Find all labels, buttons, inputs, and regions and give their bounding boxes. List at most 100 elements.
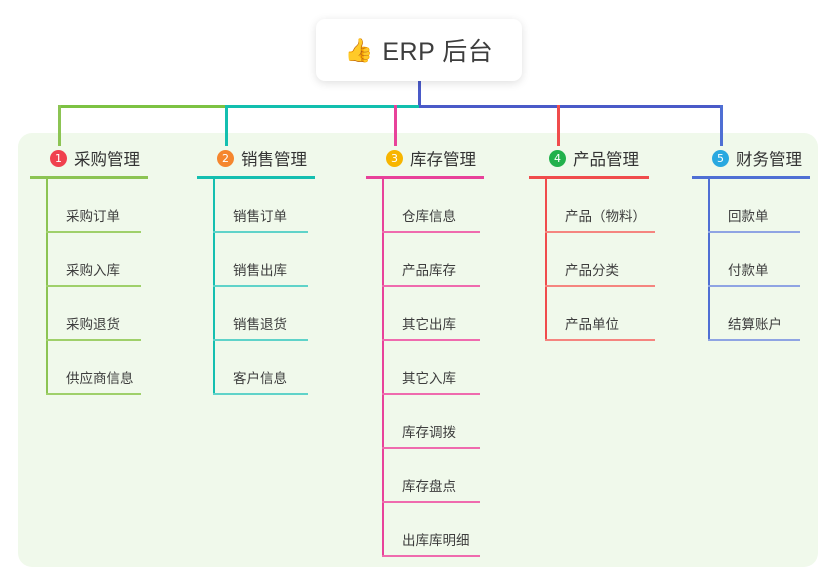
bus-segment-3 — [419, 105, 723, 108]
column-title-2: 销售管理 — [241, 151, 307, 169]
leaf-item-rule — [708, 285, 800, 287]
column-title-5: 财务管理 — [736, 151, 802, 169]
column-title-4: 产品管理 — [573, 151, 639, 169]
leaf-item-label: 产品（物料） — [565, 209, 646, 224]
column-trunk-1 — [46, 179, 48, 395]
leaf-item[interactable]: 产品分类 — [545, 233, 689, 287]
leaf-item-label: 回款单 — [728, 209, 769, 224]
column-rule-2 — [197, 176, 315, 179]
column-body-3: 仓库信息产品库存其它出库其它入库库存调拨库存盘点出库库明细 — [366, 179, 521, 557]
leaf-item-rule — [382, 393, 480, 395]
leaf-item-rule — [545, 339, 655, 341]
leaf-item[interactable]: 仓库信息 — [382, 179, 521, 233]
column-trunk-5 — [708, 179, 710, 341]
column-body-4: 产品（物料） 产品分类产品单位 — [529, 179, 689, 341]
leaf-item[interactable]: 客户信息 — [213, 341, 347, 395]
bus-segment-2 — [225, 105, 419, 108]
leaf-item-label: 产品单位 — [565, 317, 619, 332]
leaf-item[interactable]: 付款单 — [708, 233, 839, 287]
leaf-item[interactable]: 销售订单 — [213, 179, 347, 233]
leaf-item[interactable]: 销售出库 — [213, 233, 347, 287]
leaf-item[interactable]: 结算账户 — [708, 287, 839, 341]
column-header-5[interactable]: 5 财务管理 — [692, 146, 839, 170]
leaf-item-label: 采购入库 — [66, 263, 120, 278]
leaf-item-rule — [46, 393, 141, 395]
leaf-item-rule — [46, 231, 141, 233]
column-body-2: 销售订单销售出库销售退货客户信息 — [197, 179, 347, 395]
drop-connector-5 — [720, 105, 723, 146]
column-header-4[interactable]: 4 产品管理 — [529, 146, 689, 170]
leaf-item-label: 仓库信息 — [402, 209, 456, 224]
leaf-item[interactable]: 其它出库 — [382, 287, 521, 341]
leaf-item[interactable]: 采购订单 — [46, 179, 180, 233]
column-5: 5 财务管理回款单付款单结算账户 — [692, 146, 839, 341]
leaf-item-label: 产品分类 — [565, 263, 619, 278]
leaf-item-rule — [382, 555, 480, 557]
column-badge-3: 3 — [386, 149, 403, 167]
leaf-item[interactable]: 采购入库 — [46, 233, 180, 287]
leaf-item-label: 结算账户 — [728, 317, 782, 332]
leaf-item-rule — [708, 339, 800, 341]
column-rule-5 — [692, 176, 810, 179]
leaf-item-label: 销售订单 — [233, 209, 287, 224]
leaf-item-rule — [545, 285, 655, 287]
leaf-item-rule — [213, 285, 308, 287]
leaf-item[interactable]: 回款单 — [708, 179, 839, 233]
leaf-item[interactable]: 其它入库 — [382, 341, 521, 395]
leaf-item-label: 销售退货 — [233, 317, 287, 332]
leaf-item-rule — [46, 339, 141, 341]
leaf-item-rule — [382, 231, 480, 233]
drop-connector-1 — [58, 105, 61, 146]
leaf-item-rule — [382, 447, 480, 449]
leaf-item-rule — [545, 231, 655, 233]
column-trunk-4 — [545, 179, 547, 341]
thumbs-up-icon: 👍 — [344, 36, 374, 63]
column-2: 2 销售管理销售订单销售出库销售退货客户信息 — [197, 146, 347, 395]
leaf-item[interactable]: 产品（物料） — [545, 179, 689, 233]
leaf-item-rule — [382, 501, 480, 503]
root-node-title: ERP 后台 — [382, 38, 494, 66]
leaf-item-rule — [382, 285, 480, 287]
drop-connector-3 — [394, 105, 397, 146]
column-header-2[interactable]: 2 销售管理 — [197, 146, 347, 170]
leaf-item-label: 库存调拨 — [402, 425, 456, 440]
leaf-item[interactable]: 产品库存 — [382, 233, 521, 287]
leaf-item[interactable]: 销售退货 — [213, 287, 347, 341]
leaf-item-label: 采购订单 — [66, 209, 120, 224]
column-trunk-3 — [382, 179, 384, 557]
drop-connector-2 — [225, 105, 228, 146]
leaf-item[interactable]: 供应商信息 — [46, 341, 180, 395]
column-body-5: 回款单付款单结算账户 — [692, 179, 839, 341]
leaf-item-rule — [213, 231, 308, 233]
leaf-item[interactable]: 产品单位 — [545, 287, 689, 341]
column-rule-3 — [366, 176, 484, 179]
leaf-item[interactable]: 采购退货 — [46, 287, 180, 341]
column-rule-1 — [30, 176, 148, 179]
leaf-item-label: 供应商信息 — [66, 371, 134, 386]
leaf-item-label: 库存盘点 — [402, 479, 456, 494]
leaf-item-rule — [708, 231, 800, 233]
drop-connector-4 — [557, 105, 560, 146]
column-badge-2: 2 — [217, 149, 234, 167]
column-badge-4: 4 — [549, 149, 566, 167]
column-4: 4 产品管理产品（物料） 产品分类产品单位 — [529, 146, 689, 341]
leaf-item-label: 采购退货 — [66, 317, 120, 332]
leaf-item-label: 客户信息 — [233, 371, 287, 386]
leaf-item-rule — [46, 285, 141, 287]
column-body-1: 采购订单采购入库采购退货供应商信息 — [30, 179, 180, 395]
leaf-item-label: 付款单 — [728, 263, 769, 278]
leaf-item[interactable]: 库存调拨 — [382, 395, 521, 449]
column-badge-5: 5 — [712, 149, 729, 167]
leaf-item-rule — [213, 339, 308, 341]
leaf-item-rule — [213, 393, 308, 395]
leaf-item-label: 产品库存 — [402, 263, 456, 278]
leaf-item-label: 其它入库 — [402, 371, 456, 386]
leaf-item[interactable]: 库存盘点 — [382, 449, 521, 503]
leaf-item[interactable]: 出库库明细 — [382, 503, 521, 557]
root-node-card[interactable]: 👍 ERP 后台 — [316, 19, 522, 81]
column-rule-4 — [529, 176, 649, 179]
leaf-item-label: 其它出库 — [402, 317, 456, 332]
